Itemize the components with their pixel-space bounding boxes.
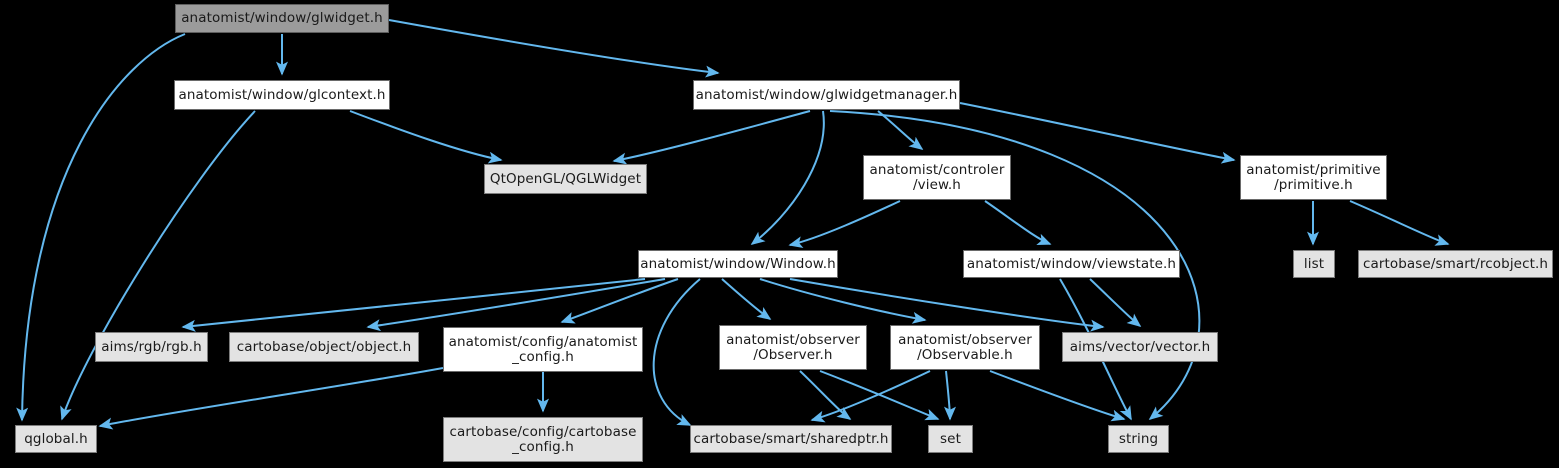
graph-node-view[interactable]: anatomist/controler /view.h — [863, 155, 1011, 200]
graph-edge-observable-to-set — [943, 370, 956, 421]
graph-node-primitive[interactable]: anatomist/primitive /primitive.h — [1240, 155, 1387, 200]
graph-edge-observer-to-sharedptr — [799, 370, 852, 420]
graph-edge-glcontext-to-qglwidget — [349, 110, 503, 164]
graph-node-object[interactable]: cartobase/object/object.h — [229, 332, 419, 362]
graph-edge-glcontext-to-qglobal — [60, 110, 256, 421]
graph-node-viewstate[interactable]: anatomist/window/viewstate.h — [963, 250, 1180, 278]
graph-edge-observable-to-sharedptr — [810, 370, 931, 423]
graph-node-window[interactable]: anatomist/window/Window.h — [638, 250, 838, 278]
graph-node-anatomist_config[interactable]: anatomist/config/anatomist _config.h — [443, 327, 643, 372]
graph-edge-window-to-anatomist_config — [560, 278, 679, 324]
graph-edge-glwidgetmanager-to-qglwidget — [612, 110, 811, 165]
graph-node-rgb[interactable]: aims/rgb/rgb.h — [95, 332, 208, 362]
graph-edge-primitive-to-rcobject — [1349, 200, 1450, 246]
graph-edge-glwidgetmanager-to-primitive — [959, 102, 1236, 164]
graph-edge-window-to-qglobal — [652, 278, 701, 426]
graph-edge-anatomist_config-to-qglobal — [98, 367, 444, 430]
graph-edge-window-to-vector — [789, 278, 1105, 332]
graph-edge-viewstate-to-vector — [1089, 278, 1142, 327]
graph-edge-window-to-observer — [721, 278, 772, 320]
graph-node-qglwidget[interactable]: QtOpenGL/QGLWidget — [484, 164, 647, 194]
graph-edge-view-to-window — [788, 200, 901, 249]
graph-edge-observable-to-string — [989, 370, 1126, 422]
graph-edge-window-to-observable — [759, 278, 927, 324]
graph-node-sharedptr[interactable]: cartobase/smart/sharedptr.h — [690, 425, 892, 453]
graph-node-cartobase_config[interactable]: cartobase/config/cartobase _config.h — [443, 417, 643, 462]
graph-node-observer[interactable]: anatomist/observer /Observer.h — [719, 325, 867, 370]
graph-node-vector[interactable]: aims/vector/vector.h — [1062, 332, 1218, 362]
graph-node-qglobal[interactable]: qglobal.h — [15, 425, 97, 453]
graph-node-set[interactable]: set — [928, 425, 973, 453]
graph-edge-glwidget-to-qglobal — [16, 33, 186, 422]
graph-edge-view-to-viewstate — [984, 200, 1052, 245]
graph-node-glcontext[interactable]: anatomist/window/glcontext.h — [174, 80, 390, 110]
graph-node-string[interactable]: string — [1108, 425, 1169, 453]
graph-edge-glwidgetmanager-to-window — [750, 110, 825, 245]
graph-node-list[interactable]: list — [1293, 250, 1335, 278]
graph-edge-observer-to-set — [819, 370, 940, 421]
graph-node-glwidget[interactable]: anatomist/window/glwidget.h — [175, 4, 389, 33]
graph-node-glwidgetmanager[interactable]: anatomist/window/glwidgetmanager.h — [693, 80, 960, 110]
graph-node-observable[interactable]: anatomist/observer /Observable.h — [890, 325, 1040, 370]
graph-node-rcobject[interactable]: cartobase/smart/rcobject.h — [1358, 250, 1553, 278]
graph-edge-window-to-rgb — [181, 278, 646, 332]
graph-edge-glwidgetmanager-to-view — [877, 110, 924, 150]
graph-edge-window-to-object — [366, 278, 666, 332]
graph-edge-glwidget-to-glwidgetmanager — [388, 19, 720, 78]
